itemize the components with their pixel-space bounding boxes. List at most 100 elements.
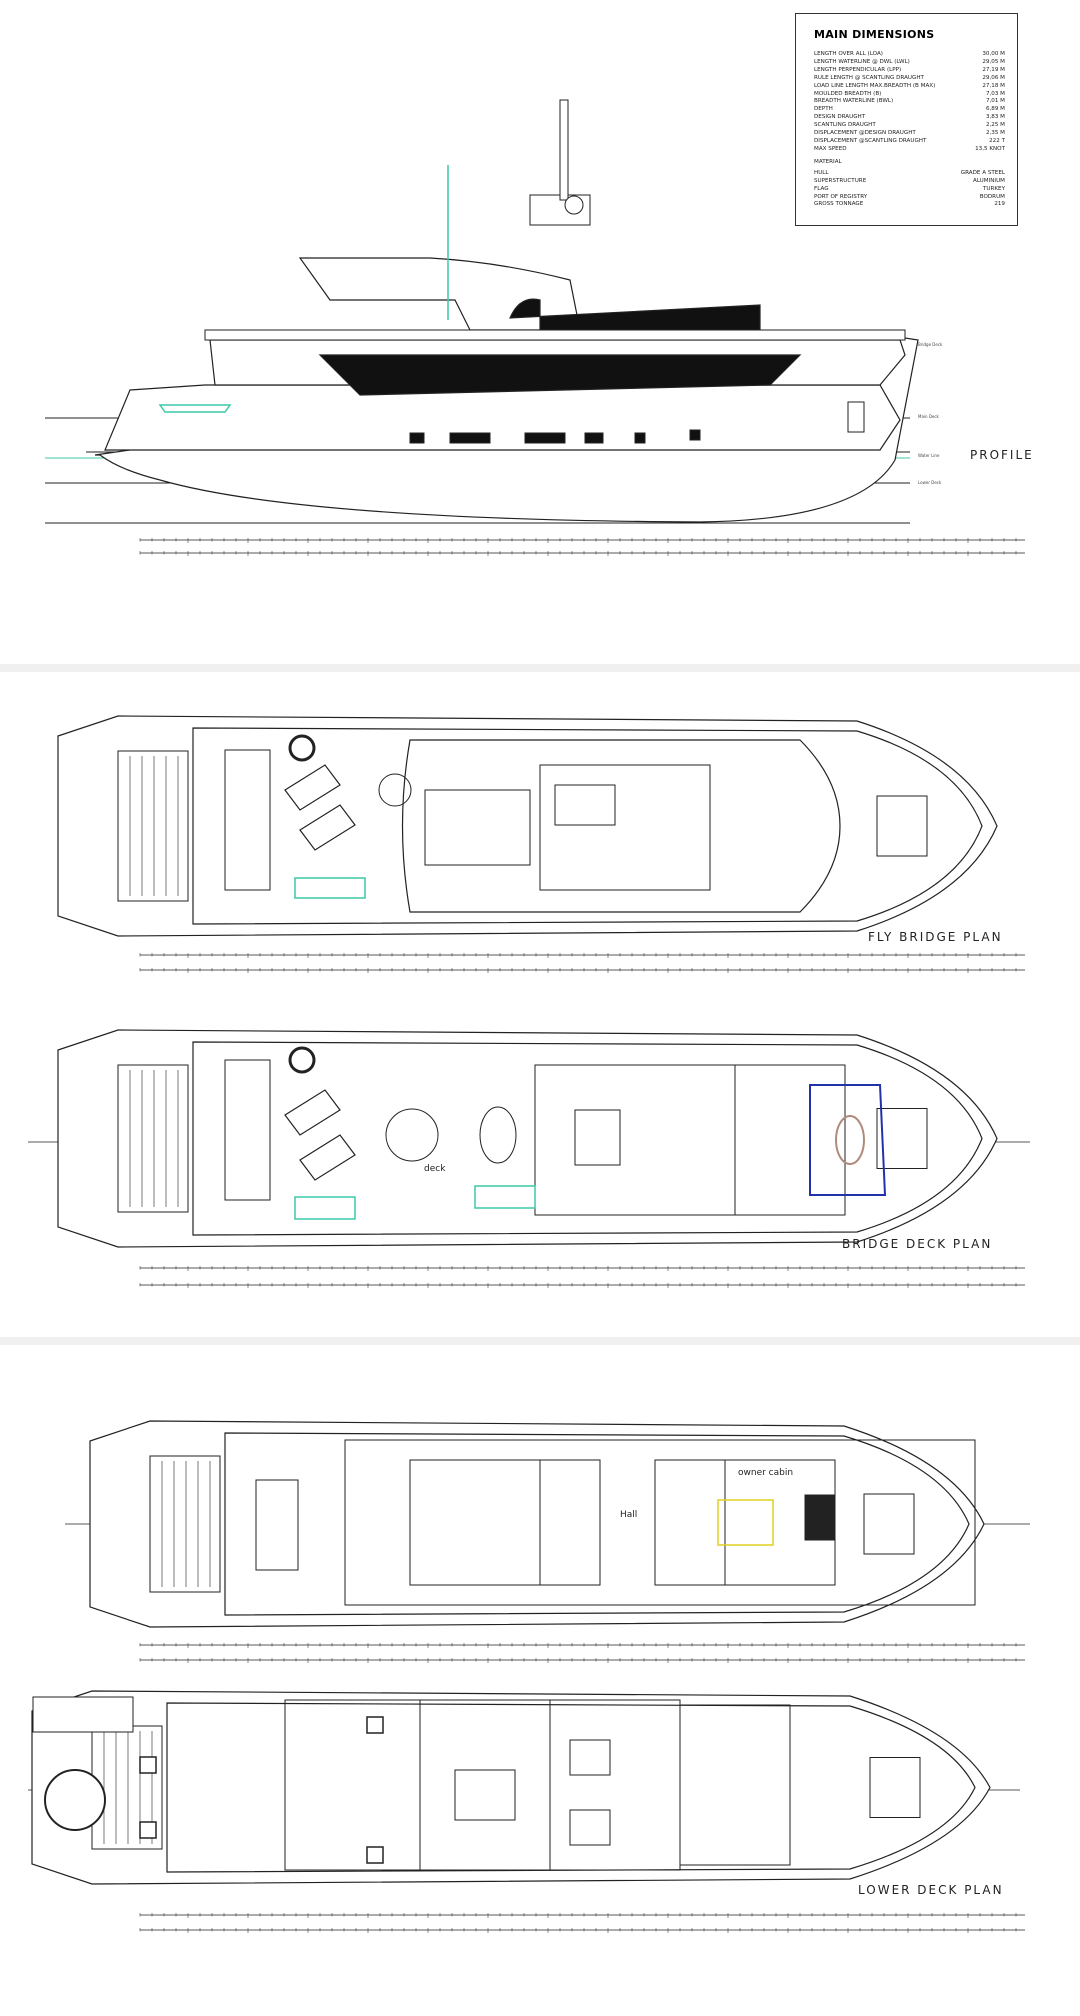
section-divider <box>0 1337 1080 1345</box>
tender-garage-jetski <box>44 1769 106 1831</box>
lower-deck-plan-label: LOWER DECK PLAN <box>858 1883 1004 1897</box>
tender <box>224 1059 271 1201</box>
bed <box>454 1769 516 1821</box>
dimension-label: GROSS TONNAGE <box>814 201 864 208</box>
stern-steps <box>117 1064 189 1213</box>
bow-seating <box>869 1757 921 1818</box>
dimension-value: 2,25 M <box>985 122 1005 129</box>
sunlounger <box>284 764 341 811</box>
dimension-row: SUPERSTRUCTURE ALUMINIUM <box>814 178 1005 186</box>
bridge-windows <box>318 354 802 396</box>
dimension-label: DISPLACEMENT @DESIGN DRAUGHT <box>814 130 916 137</box>
dimension-label: SCANTLING DRAUGHT <box>814 122 876 129</box>
dimension-value: 7,01 M <box>985 98 1005 105</box>
sunpad <box>424 789 531 866</box>
level-bridge-deck: Bridge Deck <box>918 342 943 347</box>
fly-bridge-structure <box>298 257 581 331</box>
profile-label: PROFILE <box>970 448 1034 462</box>
stairs <box>294 1196 356 1220</box>
porthole <box>689 429 701 441</box>
dimension-value: 13,5 KNOT <box>975 145 1005 152</box>
dimensions-title: MAIN DIMENSIONS <box>814 28 935 41</box>
door <box>847 401 865 433</box>
dimension-row: LENGTH PERPENDICULAR (LPP)27,19 M <box>814 67 1005 75</box>
main-dimensions-table: MAIN DIMENSIONS LENGTH OVER ALL (LOA)30,… <box>795 13 1018 226</box>
swim-platform <box>32 1696 134 1733</box>
dimension-label: PORT OF REGISTRY <box>814 193 868 200</box>
owner-cabin-note: owner cabin <box>738 1468 794 1478</box>
tender-crane <box>288 1046 316 1074</box>
dimension-label: LENGTH PERPENDICULAR (LPP) <box>814 66 902 73</box>
dimension-label: DESIGN DRAUGHT <box>814 114 866 121</box>
dimension-row: FLAG TURKEY <box>814 186 1005 194</box>
desk <box>804 1494 836 1541</box>
sunlounger <box>284 1089 341 1136</box>
dimension-label: LOAD LINE LENGTH MAX.BREADTH (B MAX) <box>814 82 936 89</box>
dimension-row: RULE LENGTH @ SCANTLING DRAUGHT 29,06 M <box>814 75 1005 83</box>
oval-table <box>479 1106 517 1164</box>
lower-deck-hull <box>31 1690 991 1885</box>
dimension-row: BREADTH WATERLINE (BWL) 7,01 M <box>814 98 1005 106</box>
main-deck-hull-inner <box>224 1432 970 1616</box>
engine-icon <box>139 1821 157 1839</box>
dimension-value: TURKEY <box>982 185 1005 192</box>
dimension-label: BREADTH WATERLINE (BWL) <box>814 98 894 105</box>
round-table <box>378 773 412 807</box>
owner-bed-highlight <box>717 1499 774 1546</box>
main-deck-hull <box>89 1420 985 1628</box>
level-water-line: Water Line <box>918 453 940 458</box>
dimension-value: 27,18 M <box>982 82 1005 89</box>
dimension-label: FLAG <box>814 185 829 192</box>
dimension-label: HULL <box>814 169 829 176</box>
stairs <box>474 1185 536 1209</box>
dimension-value: 29,06 M <box>982 74 1005 81</box>
sunlounger <box>299 804 356 851</box>
dimension-value: 30,00 M <box>982 51 1005 57</box>
dimension-row: SCANTLING DRAUGHT 2,25 M <box>814 122 1005 130</box>
engine-icon <box>139 1756 157 1774</box>
lower-deck-hull-inner <box>166 1702 976 1873</box>
hall-note: Hall <box>620 1510 638 1520</box>
bridge-railing <box>204 329 906 341</box>
dimension-value: GRADE A STEEL <box>960 169 1005 176</box>
main-deck-superstructure <box>104 384 901 451</box>
dimension-value: 222 T <box>989 137 1005 144</box>
master-suite <box>534 1064 736 1216</box>
dimension-row: LENGTH WATERLINE @ DWL (LWL)29,05 M <box>814 59 1005 67</box>
bridge-deck-hull <box>57 1029 998 1248</box>
engine-icon <box>366 1716 384 1734</box>
radome <box>564 195 584 215</box>
dimension-label: SUPERSTRUCTURE <box>814 177 867 184</box>
bow-seating <box>876 1108 928 1169</box>
dimension-value: ALUMINIUM <box>973 177 1005 184</box>
dimension-row: LENGTH OVER ALL (LOA)30,00 M <box>814 51 1005 59</box>
dimension-value: 7,03 M <box>985 90 1005 97</box>
aft-seating <box>255 1479 299 1571</box>
dimension-row: GROSS TONNAGE 219 <box>814 201 1005 209</box>
dining <box>539 1459 601 1586</box>
section-divider <box>0 664 1080 672</box>
mast <box>559 99 569 201</box>
dimension-value: 219 <box>994 201 1005 208</box>
wheelhouse <box>734 1064 846 1216</box>
porthole <box>584 432 604 444</box>
porthole <box>449 432 491 444</box>
railing <box>158 404 232 413</box>
dining-table <box>554 784 616 826</box>
bow-seating-blue <box>809 1084 887 1196</box>
stern-steps <box>117 750 189 902</box>
round-dining-table <box>385 1108 439 1162</box>
dimension-label: RULE LENGTH @ SCANTLING DRAUGHT <box>814 74 924 81</box>
deck-note: deck <box>424 1164 446 1174</box>
crew-area <box>679 1704 791 1866</box>
dimension-value: 2,35 M <box>985 130 1005 137</box>
bridge-deck-hull-inner <box>192 1041 983 1236</box>
dimension-row: HULL GRADE A STEEL <box>814 170 1005 178</box>
level-lower-deck: Lower Deck <box>918 480 942 485</box>
dimension-value: 6,89 M <box>985 106 1005 113</box>
